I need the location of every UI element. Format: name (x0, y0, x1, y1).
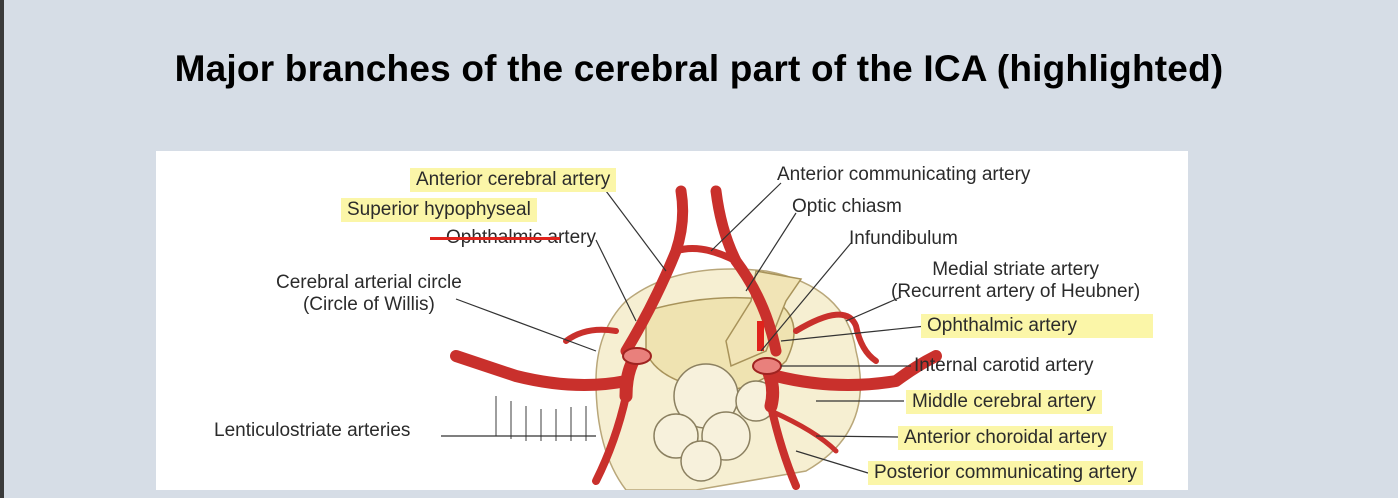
label-medial-striate-artery: Medial striate artery (Recurrent artery … (891, 259, 1140, 303)
posterior-communicating-right (767, 402, 800, 490)
label-superior-hypophyseal: Superior hypophyseal (341, 198, 537, 222)
cerebral-circle-line2: (Circle of Willis) (302, 294, 435, 315)
lenticulostriate-vessels (495, 396, 587, 441)
label-anterior-choroidal-artery: Anterior choroidal artery (898, 426, 1113, 450)
anterior-choroidal-right (768, 408, 839, 454)
medial-striate-line1: Medial striate artery (932, 259, 1100, 280)
label-cerebral-arterial-circle: Cerebral arterial circle (Circle of Will… (276, 272, 462, 316)
label-anterior-communicating-artery: Anterior communicating artery (777, 164, 1031, 185)
label-infundibulum: Infundibulum (849, 228, 958, 249)
red-marker (757, 321, 764, 351)
label-posterior-communicating-artery: Posterior communicating artery (868, 461, 1143, 485)
slide-title: Major branches of the cerebral part of t… (174, 48, 1224, 89)
artery-suffix: artery (547, 227, 596, 248)
carotid-cut-ends (622, 347, 782, 375)
anterior-communicating-artery (672, 245, 740, 265)
leader-lines (441, 182, 927, 474)
anatomy-figure: Anterior cerebral artery Superior hypoph… (156, 151, 1188, 490)
label-anterior-cerebral-artery: Anterior cerebral artery (410, 168, 617, 192)
medial-striate-artery (793, 311, 879, 364)
medial-striate-line2: (Recurrent artery of Heubner) (891, 281, 1141, 302)
label-ophthalmic-artery-struck: Ophthalmic artery (430, 227, 596, 249)
cerebral-circle-line1: Cerebral arterial circle (276, 272, 462, 293)
slide-left-border (0, 0, 4, 498)
label-internal-carotid-artery: Internal carotid artery (914, 355, 1094, 376)
brain-base-illustration (441, 182, 942, 490)
label-optic-chiasm: Optic chiasm (792, 196, 902, 217)
label-lenticulostriate-arteries: Lenticulostriate arteries (214, 420, 411, 441)
strike-line (430, 237, 560, 240)
label-ophthalmic-artery: Ophthalmic artery (921, 314, 1153, 338)
middle-cerebral-right (770, 350, 942, 391)
middle-cerebral-left (450, 350, 632, 391)
posterior-communicating-left (592, 392, 630, 485)
struck-ophthalmic: Ophthalmic (430, 227, 560, 248)
pituitary-lobes (653, 363, 777, 482)
arteries (450, 185, 942, 490)
label-middle-cerebral-artery: Middle cerebral artery (906, 390, 1102, 414)
anterior-cerebral-artery-left (620, 185, 689, 357)
ophthalmic-branch-left (563, 326, 619, 344)
